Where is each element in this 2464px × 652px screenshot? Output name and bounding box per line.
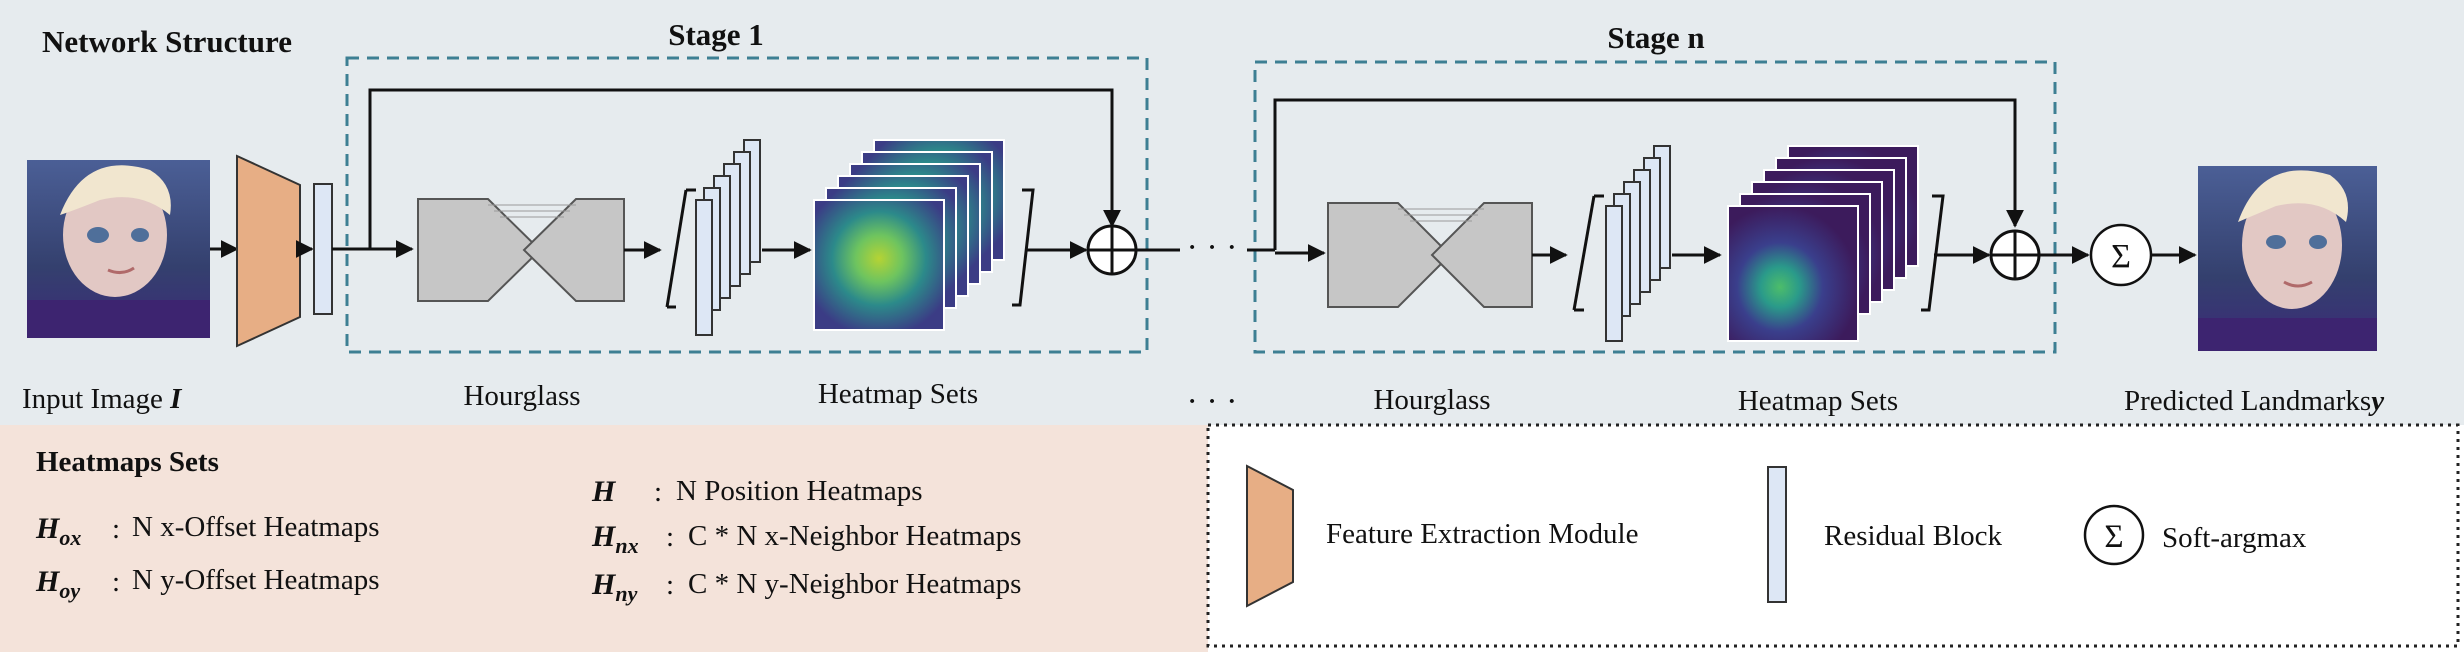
hourglass-1-label: Hourglass xyxy=(463,380,580,412)
svg-text:Σ: Σ xyxy=(2111,238,2131,275)
legend-item-hox: Hox : N x-Offset Heatmaps xyxy=(35,511,380,550)
heatmap-set-n-intermediate xyxy=(1572,145,1671,342)
svg-text::: : xyxy=(666,521,674,553)
svg-text:N y-Offset Heatmaps: N y-Offset Heatmaps xyxy=(132,564,380,596)
input-image xyxy=(27,160,210,338)
svg-text:C * N y-Neighbor Heatmaps: C * N y-Neighbor Heatmaps xyxy=(688,568,1021,600)
input-image-label: Input Image I xyxy=(22,383,183,415)
legend-item-hnx: Hnx : C * N x-Neighbor Heatmaps xyxy=(591,520,1021,558)
heatmap-sets-1-label: Heatmap Sets xyxy=(818,378,978,410)
legend-item-h: H : N Position Heatmaps xyxy=(591,475,923,508)
heatmap-stack-n xyxy=(1727,145,1919,342)
sum-node-n xyxy=(1989,229,2041,281)
ellipsis-middle: · · · xyxy=(1187,229,1238,266)
hourglass-1 xyxy=(417,198,625,302)
svg-text:N x-Offset Heatmaps: N x-Offset Heatmaps xyxy=(132,511,380,543)
svg-text::: : xyxy=(112,566,120,598)
legend-right-box xyxy=(1206,423,2460,648)
stage-1-label: Stage 1 xyxy=(668,17,764,52)
legend-left-background xyxy=(0,425,1208,652)
svg-text:Σ: Σ xyxy=(2104,519,2123,555)
svg-text::: : xyxy=(654,476,662,508)
top-background xyxy=(0,0,2464,425)
hourglass-2 xyxy=(1327,202,1533,308)
svg-text:C * N x-Neighbor Heatmaps: C * N x-Neighbor Heatmaps xyxy=(688,520,1021,552)
svg-text:Hnx: Hnx xyxy=(591,520,639,558)
stage-n-box xyxy=(1253,60,2057,354)
skip-connection-stage1 xyxy=(368,88,1121,249)
heatmap-stack-1 xyxy=(813,139,1005,331)
svg-text:Hox: Hox xyxy=(35,512,81,550)
legend-softargmax-icon: Σ xyxy=(2083,504,2145,566)
predicted-landmarks-label: Predicted Landmarksy xyxy=(2124,385,2384,417)
legend-feature-label: Feature Extraction Module xyxy=(1326,518,1638,550)
legend-softargmax-label: Soft-argmax xyxy=(2162,522,2307,554)
heatmap-bracket-1 xyxy=(1012,188,1035,307)
predicted-landmarks-image xyxy=(2198,166,2377,351)
svg-text:N Position Heatmaps: N Position Heatmaps xyxy=(676,475,923,507)
heatmap-bracket-n xyxy=(1921,194,1945,312)
legend-residual-label: Residual Block xyxy=(1824,520,2003,552)
feature-extraction-module xyxy=(236,154,301,348)
network-structure-title: Network Structure xyxy=(42,24,292,59)
hourglass-2-label: Hourglass xyxy=(1373,384,1490,416)
residual-block xyxy=(313,183,333,315)
svg-text::: : xyxy=(112,513,120,545)
heatmap-sets-n-label: Heatmap Sets xyxy=(1738,385,1898,417)
heatmap-set-1-intermediate xyxy=(665,139,761,336)
heatmaps-sets-title: Heatmaps Sets xyxy=(36,446,219,478)
sum-node-1 xyxy=(1086,224,1138,276)
legend-residual-icon xyxy=(1767,466,1787,603)
soft-argmax-node: Σ xyxy=(2089,223,2153,287)
svg-text::: : xyxy=(666,569,674,601)
legend-feature-icon xyxy=(1246,464,1294,608)
stage-1-box xyxy=(345,56,1149,354)
svg-text:H: H xyxy=(591,475,617,508)
stage-n-label: Stage n xyxy=(1607,20,1704,55)
skip-connection-stagen xyxy=(1273,98,2024,250)
ellipsis-bottom: · · · xyxy=(1187,383,1238,420)
